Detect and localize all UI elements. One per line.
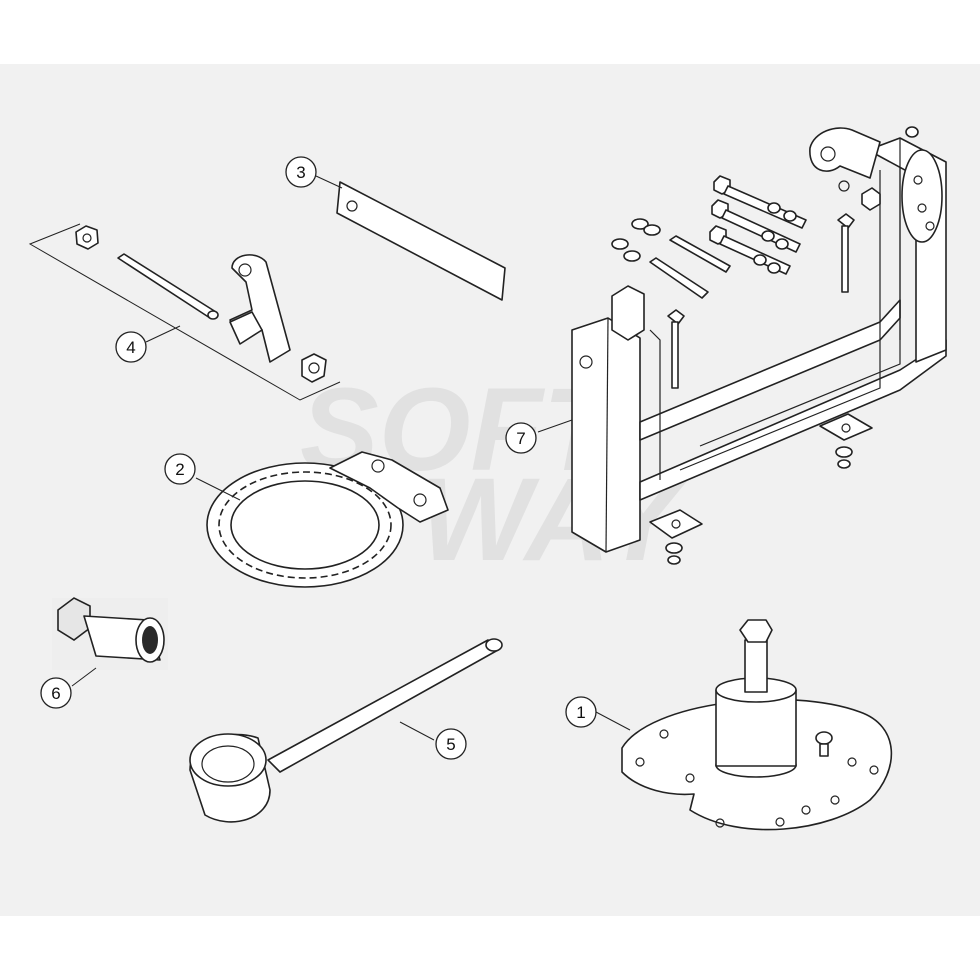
part-7-support-frame-icon: [571, 126, 947, 565]
callout-7-label: 7: [516, 429, 525, 448]
callout-4: 4: [115, 331, 147, 363]
part-2-toothed-ring-holder-icon: [206, 451, 449, 588]
callout-1-label: 1: [576, 703, 585, 722]
callout-6-label: 6: [51, 684, 60, 703]
callout-4-label: 4: [126, 338, 135, 357]
callout-5-label: 5: [446, 735, 455, 754]
part-1-puller-plate-icon: [621, 619, 893, 831]
callout-5: 5: [435, 728, 467, 760]
part-6-socket-adapter-icon: [52, 597, 168, 670]
callout-2-label: 2: [175, 460, 184, 479]
watermark-line-2: WAY: [420, 454, 689, 586]
callout-3: 3: [285, 156, 317, 188]
callout-6: 6: [40, 677, 72, 709]
bolts-group: [611, 175, 855, 389]
callout-3-label: 3: [296, 163, 305, 182]
callout-1: 1: [565, 696, 597, 728]
callout-2: 2: [164, 453, 196, 485]
callout-7: 7: [505, 422, 537, 454]
part-5-ring-spanner-icon: [189, 638, 503, 823]
leader-lines: [71, 175, 631, 741]
part-4-bracket-rod-nut-icon: [28, 223, 341, 401]
watermark: SOFT WAY: [300, 364, 689, 586]
part-3-feeler-strip-icon: [336, 181, 506, 301]
